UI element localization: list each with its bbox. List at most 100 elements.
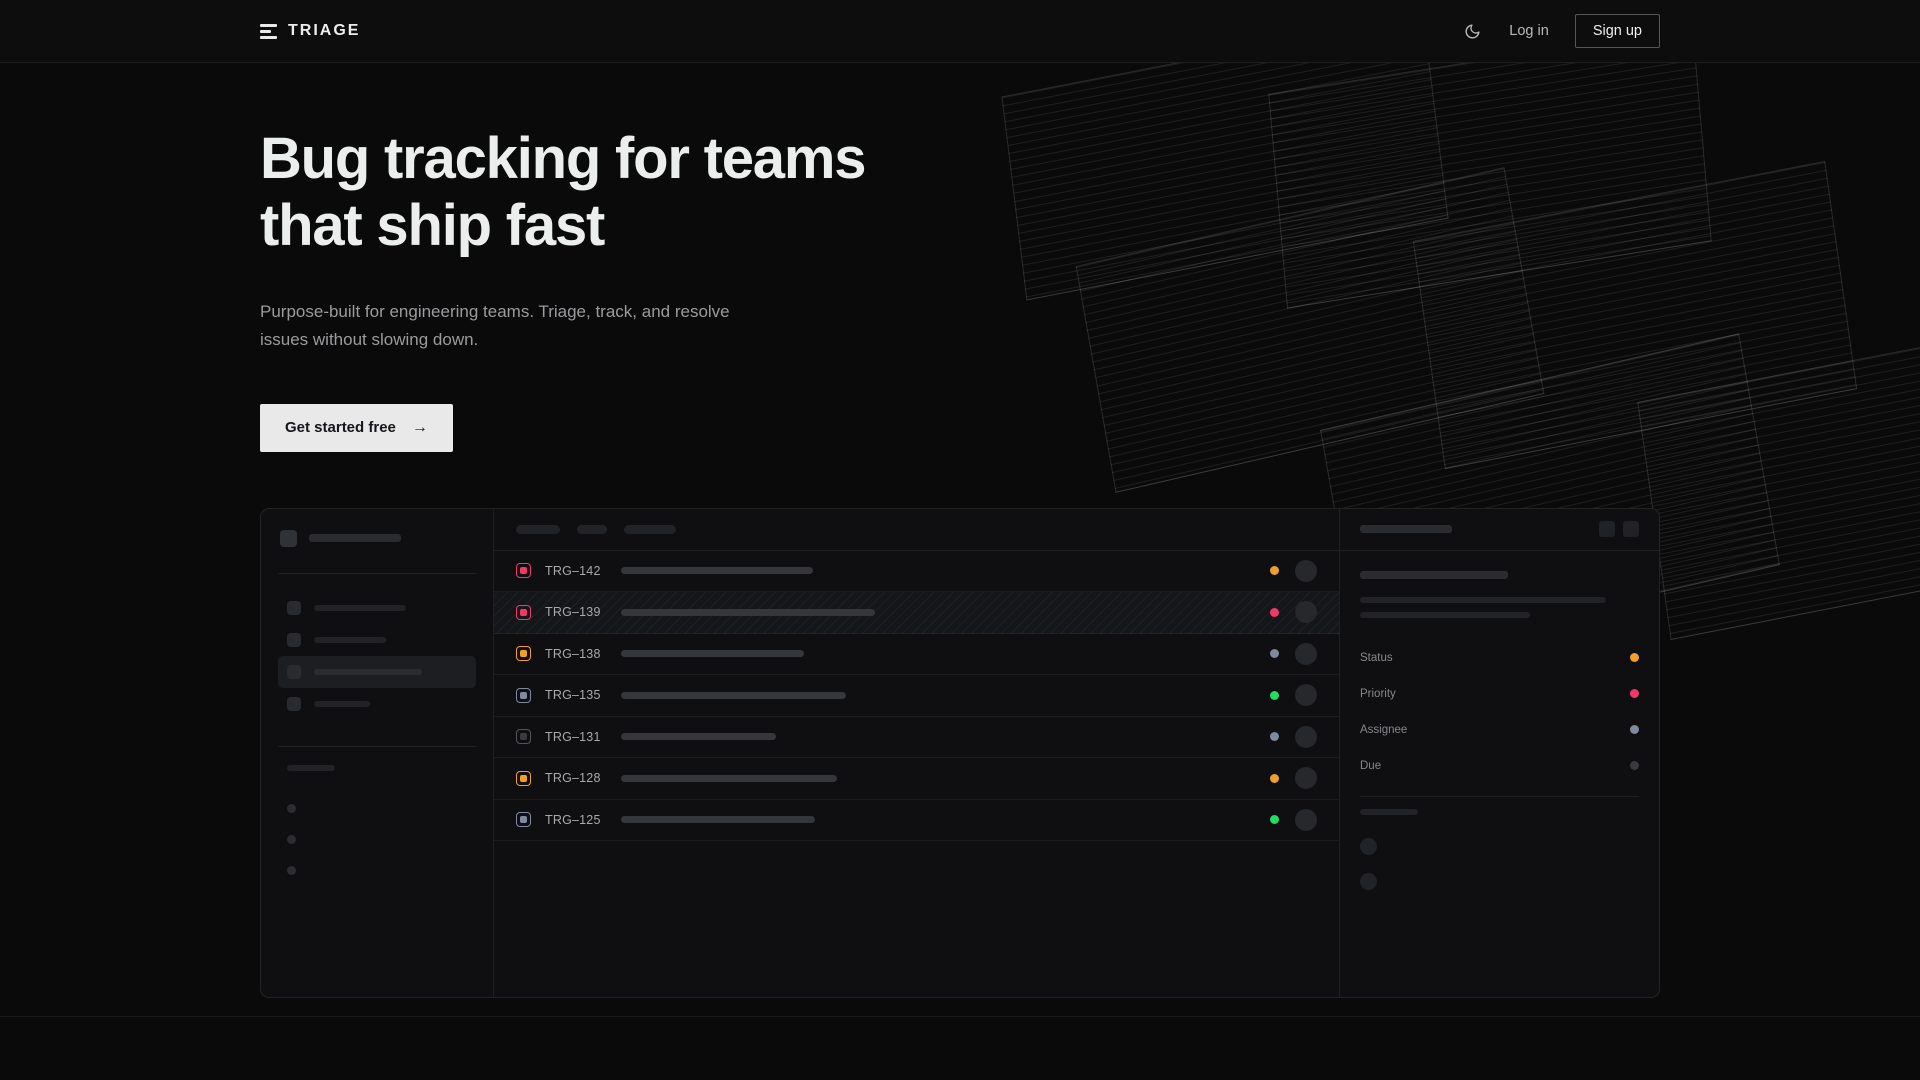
- table-row[interactable]: TRG–142: [494, 551, 1339, 593]
- sidebar-sub-item-2[interactable]: [278, 855, 476, 886]
- activity-item-1: [1360, 864, 1639, 899]
- issue-title-placeholder: [621, 733, 776, 741]
- avatar[interactable]: [1295, 684, 1317, 707]
- sub-item-dot: [287, 803, 296, 813]
- priority-indicator: [516, 770, 531, 786]
- sidebar-divider: [278, 572, 476, 574]
- status-badge: [1270, 607, 1279, 617]
- brand-logo[interactable]: TRIAGE: [260, 22, 360, 40]
- table-row[interactable]: TRG–128: [494, 758, 1339, 800]
- meta-label: Status: [1360, 651, 1393, 664]
- detail-actions: [1599, 521, 1639, 538]
- toolbar-control-1[interactable]: [577, 524, 607, 534]
- avatar[interactable]: [1295, 601, 1317, 624]
- priority-indicator: [516, 687, 531, 703]
- nav-item-icon: [287, 632, 301, 647]
- workspace-switcher[interactable]: [278, 527, 476, 547]
- issue-title-placeholder: [621, 608, 875, 616]
- nav-item-label: [314, 604, 406, 611]
- meta-label: Assignee: [1360, 723, 1408, 736]
- detail-meta-assignee[interactable]: Assignee: [1360, 712, 1639, 748]
- issue-title-placeholder: [621, 816, 815, 824]
- arrow-right-icon: →: [411, 418, 428, 436]
- sidebar-nav-item-3[interactable]: [278, 688, 476, 720]
- sidebar-sub-item-1[interactable]: [278, 824, 476, 855]
- sub-item-dot: [287, 865, 296, 875]
- login-link[interactable]: Log in: [1509, 23, 1549, 39]
- sidebar-sub-item-0[interactable]: [278, 793, 476, 824]
- avatar[interactable]: [1295, 725, 1317, 748]
- avatar[interactable]: [1295, 767, 1317, 790]
- list-toolbar: [494, 509, 1339, 551]
- toolbar-control-0[interactable]: [516, 524, 560, 534]
- detail-divider: [1360, 795, 1639, 797]
- stacked-bars-icon: [260, 23, 277, 39]
- avatar: [1360, 872, 1377, 890]
- sidebar-nav-item-2[interactable]: [278, 655, 476, 688]
- nav-item-icon: [287, 600, 301, 615]
- nav-item-label: [314, 636, 386, 643]
- detail-header: [1340, 509, 1659, 551]
- table-row[interactable]: TRG–138: [494, 634, 1339, 676]
- meta-value-dot: [1630, 761, 1639, 771]
- detail-action-button[interactable]: [1599, 521, 1615, 538]
- meta-value-dot: [1630, 725, 1639, 735]
- status-badge: [1270, 732, 1279, 742]
- workspace-avatar: [280, 529, 297, 547]
- detail-meta-due[interactable]: Due: [1360, 748, 1639, 784]
- issue-title-placeholder: [621, 774, 837, 782]
- issue-id: TRG–139: [545, 605, 601, 620]
- hero-section: Bug tracking for teams that ship fast Pu…: [260, 63, 1660, 452]
- meta-label: Due: [1360, 759, 1382, 772]
- sub-item-dot: [287, 834, 296, 844]
- table-row[interactable]: TRG–131: [494, 717, 1339, 759]
- toolbar-control-2[interactable]: [624, 524, 676, 534]
- sidebar-section-label: [287, 764, 335, 771]
- footer-divider: [0, 1016, 1920, 1017]
- detail-meta-status[interactable]: Status: [1360, 640, 1639, 676]
- issue-id: TRG–135: [545, 688, 601, 703]
- heading-line-1: Bug tracking for teams: [260, 126, 866, 191]
- detail-title-placeholder: [1360, 525, 1452, 534]
- meta-value-dot: [1630, 689, 1639, 699]
- nav-item-icon: [287, 696, 301, 711]
- detail-issue-title: [1360, 570, 1508, 579]
- sidebar-nav-list: [278, 592, 476, 720]
- sidebar-nav-item-0[interactable]: [278, 592, 476, 624]
- issue-title-placeholder: [621, 650, 804, 658]
- top-navigation-bar: TRIAGE Log in Sign up: [0, 0, 1920, 63]
- issue-id: TRG–131: [545, 729, 601, 744]
- table-row[interactable]: TRG–125: [494, 800, 1339, 842]
- activity-section-label: [1360, 808, 1418, 815]
- issue-id: TRG–128: [545, 771, 601, 786]
- detail-meta-priority[interactable]: Priority: [1360, 676, 1639, 712]
- priority-indicator: [516, 646, 531, 662]
- detail-action-button[interactable]: [1623, 521, 1639, 538]
- moon-icon[interactable]: [1461, 20, 1483, 42]
- sidebar-nav-item-1[interactable]: [278, 624, 476, 656]
- sidebar-divider-2: [278, 745, 476, 747]
- priority-indicator: [516, 563, 531, 579]
- heading-line-2: that ship fast: [260, 193, 605, 259]
- status-badge: [1270, 690, 1279, 700]
- table-row[interactable]: TRG–135: [494, 675, 1339, 717]
- status-badge: [1270, 773, 1279, 783]
- signup-button[interactable]: Sign up: [1574, 14, 1660, 48]
- avatar: [1360, 837, 1377, 855]
- table-row[interactable]: TRG–139: [494, 592, 1339, 634]
- sidebar-sub-list: [278, 793, 476, 886]
- avatar[interactable]: [1295, 808, 1317, 831]
- brand-name: TRIAGE: [288, 22, 361, 39]
- meta-label: Priority: [1360, 687, 1396, 700]
- issue-id: TRG–125: [545, 812, 601, 827]
- activity-list: [1360, 829, 1639, 899]
- get-started-button[interactable]: Get started free →: [260, 403, 453, 452]
- avatar[interactable]: [1295, 559, 1317, 582]
- mockup-sidebar: [261, 508, 494, 997]
- avatar[interactable]: [1295, 642, 1317, 665]
